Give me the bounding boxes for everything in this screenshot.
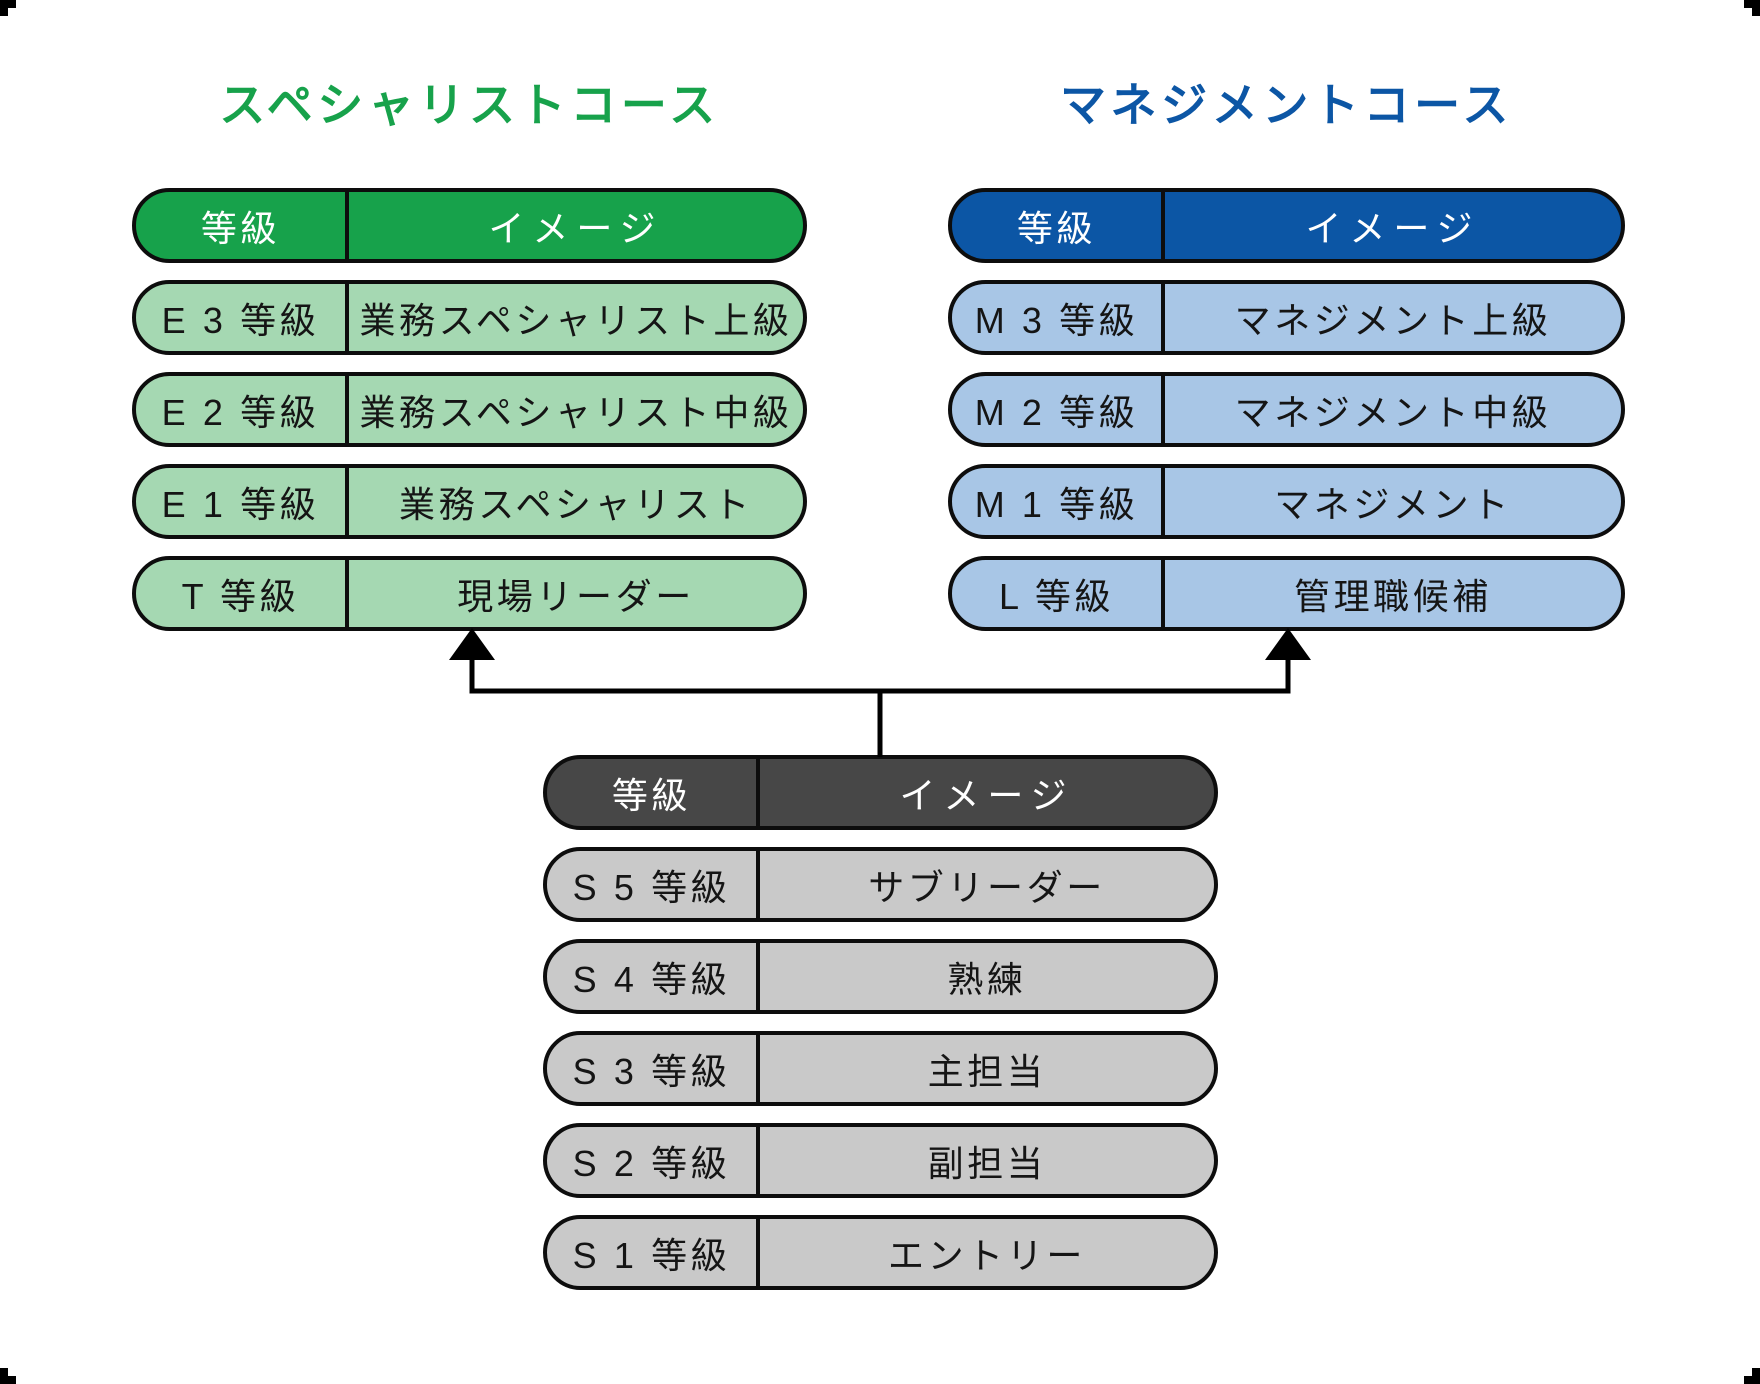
grade-cell: M 1 等級 <box>952 468 1165 535</box>
image-cell: 主担当 <box>927 1050 1047 1092</box>
grade-column-header: 等級 <box>547 759 760 826</box>
specialist-course-table: 等級 イメージ E 3 等級 業務スペシャリスト上級 E 2 等級 業務スペシャ… <box>132 188 807 648</box>
image-cell: 業務スペシャリスト <box>399 483 753 525</box>
grade-cell: E 2 等級 <box>136 376 349 443</box>
image-cell: マネジメント中級 <box>1234 391 1552 433</box>
grade-column-header: 等級 <box>136 192 349 259</box>
crop-mark-bottom-right <box>1744 1368 1760 1384</box>
image-column-header: イメージ <box>899 774 1075 816</box>
image-cell: サブリーダー <box>868 866 1106 908</box>
grade-cell: L 等級 <box>952 560 1165 627</box>
table-row: S 5 等級 サブリーダー <box>543 847 1218 922</box>
crop-mark-top-right <box>1744 0 1760 16</box>
grade-cell: S 2 等級 <box>547 1127 760 1194</box>
grade-cell: M 2 等級 <box>952 376 1165 443</box>
crop-mark-bottom-left <box>0 1368 16 1384</box>
table-row: S 4 等級 熟練 <box>543 939 1218 1014</box>
table-header-row: 等級 イメージ <box>948 188 1625 263</box>
grade-cell: S 1 等級 <box>547 1219 760 1286</box>
table-row: E 3 等級 業務スペシャリスト上級 <box>132 280 807 355</box>
image-cell: 業務スペシャリスト中級 <box>359 391 793 433</box>
grade-column-header: 等級 <box>952 192 1165 259</box>
crop-mark-top-left <box>0 0 16 16</box>
table-row: M 1 等級 マネジメント <box>948 464 1625 539</box>
base-grade-table: 等級 イメージ S 5 等級 サブリーダー S 4 等級 熟練 S 3 等級 主… <box>543 755 1218 1307</box>
table-row: T 等級 現場リーダー <box>132 556 807 631</box>
image-cell: 管理職候補 <box>1293 575 1492 617</box>
table-row: S 3 等級 主担当 <box>543 1031 1218 1106</box>
management-course-table: 等級 イメージ M 3 等級 マネジメント上級 M 2 等級 マネジメント中級 … <box>948 188 1625 648</box>
grade-cell: S 5 等級 <box>547 851 760 918</box>
table-row: S 1 等級 エントリー <box>543 1215 1218 1290</box>
grade-cell: E 1 等級 <box>136 468 349 535</box>
connector-line <box>469 652 1291 694</box>
table-header-row: 等級 イメージ <box>543 755 1218 830</box>
grade-cell: S 3 等級 <box>547 1035 760 1102</box>
table-row: M 2 等級 マネジメント中級 <box>948 372 1625 447</box>
image-cell: 副担当 <box>927 1142 1047 1184</box>
management-course-title: マネジメントコース <box>1059 79 1514 131</box>
table-row: M 3 等級 マネジメント上級 <box>948 280 1625 355</box>
image-column-header: イメージ <box>1305 207 1481 249</box>
image-cell: エントリー <box>887 1234 1086 1276</box>
image-column-header: イメージ <box>488 207 664 249</box>
image-cell: 現場リーダー <box>457 575 695 617</box>
table-row: L 等級 管理職候補 <box>948 556 1625 631</box>
image-cell: マネジメント上級 <box>1234 299 1552 341</box>
grade-cell: S 4 等級 <box>547 943 760 1010</box>
grade-cell: E 3 等級 <box>136 284 349 351</box>
table-header-row: 等級 イメージ <box>132 188 807 263</box>
image-cell: 熟練 <box>947 958 1027 1000</box>
grade-cell: T 等級 <box>136 560 349 627</box>
grade-cell: M 3 等級 <box>952 284 1165 351</box>
table-row: E 2 等級 業務スペシャリスト中級 <box>132 372 807 447</box>
table-row: S 2 等級 副担当 <box>543 1123 1218 1198</box>
specialist-course-title: スペシャリストコース <box>219 79 720 131</box>
image-cell: マネジメント <box>1274 483 1512 525</box>
image-cell: 業務スペシャリスト上級 <box>359 299 793 341</box>
table-row: E 1 等級 業務スペシャリスト <box>132 464 807 539</box>
